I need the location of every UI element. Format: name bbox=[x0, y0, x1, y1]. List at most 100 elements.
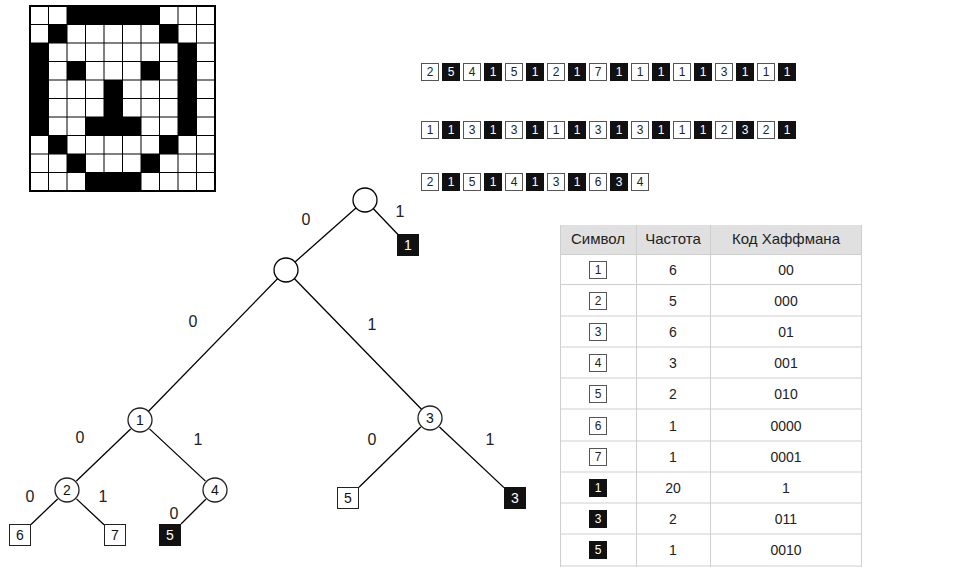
run-length-code: 3 bbox=[610, 173, 628, 191]
table-grid bbox=[560, 225, 862, 567]
tree-leaf-box: 5 bbox=[159, 524, 181, 546]
run-length-code: 1 bbox=[736, 63, 754, 81]
branch-bit: 0 bbox=[170, 505, 179, 523]
table-cell: 001 bbox=[774, 355, 797, 372]
run-length-code: 1 bbox=[673, 63, 691, 81]
branch-bit: 1 bbox=[99, 488, 108, 506]
run-length-code: 1 bbox=[442, 173, 460, 191]
table-cell: 0010 bbox=[770, 542, 801, 559]
table-symbol: 2 bbox=[589, 292, 607, 310]
run-length-code: 1 bbox=[526, 173, 544, 191]
table-symbol: 7 bbox=[589, 448, 607, 466]
table-cell: 0000 bbox=[770, 417, 801, 434]
run-length-code: 1 bbox=[484, 63, 502, 81]
run-length-code: 2 bbox=[757, 121, 775, 139]
run-length-code: 1 bbox=[694, 63, 712, 81]
run-length-code: 4 bbox=[505, 173, 523, 191]
branch-bit: 1 bbox=[396, 203, 405, 221]
table-symbol: 1 bbox=[589, 261, 607, 279]
run-length-code: 5 bbox=[442, 63, 460, 81]
tree-node-circle: 2 bbox=[54, 477, 80, 503]
run-length-code: 1 bbox=[673, 121, 691, 139]
branch-line bbox=[286, 270, 430, 418]
branch-line bbox=[140, 270, 286, 420]
circle-shape bbox=[418, 406, 442, 430]
tree-leaf-box: 3 bbox=[504, 487, 526, 509]
table-header: Код Хаффмана bbox=[732, 230, 840, 248]
table-lines bbox=[560, 225, 862, 567]
tree-branch bbox=[150, 429, 206, 481]
run-length-code: 3 bbox=[736, 121, 754, 139]
node-number: 5 bbox=[166, 527, 174, 543]
run-length-code: 3 bbox=[589, 121, 607, 139]
run-length-code: 1 bbox=[694, 121, 712, 139]
run-length-code: 1 bbox=[547, 121, 565, 139]
node-number: 1 bbox=[404, 237, 412, 253]
run-length-code: 1 bbox=[652, 63, 670, 81]
tree-leaf-box: 6 bbox=[9, 524, 31, 546]
table-cell: 011 bbox=[775, 511, 797, 528]
tree-upper-branches bbox=[140, 188, 430, 420]
run-length-code: 1 bbox=[778, 121, 796, 139]
table-cell: 2 bbox=[669, 386, 677, 403]
run-length-code: 1 bbox=[442, 121, 460, 139]
table-cell: 010 bbox=[774, 386, 797, 403]
node-number: 6 bbox=[16, 527, 24, 543]
branch-line bbox=[286, 200, 365, 270]
tree-branch bbox=[439, 427, 504, 488]
tree-branch bbox=[181, 499, 206, 524]
run-length-code: 2 bbox=[715, 121, 733, 139]
table-cell: 1 bbox=[669, 448, 677, 465]
table-cell: 0001 bbox=[770, 448, 801, 465]
table-cell: 1 bbox=[669, 417, 677, 434]
table-cell: 000 bbox=[774, 292, 797, 309]
run-length-code: 7 bbox=[589, 63, 607, 81]
run-length-code: 1 bbox=[568, 121, 586, 139]
table-header: Частота bbox=[645, 230, 701, 248]
pixel-grid bbox=[30, 6, 215, 191]
run-length-code: 1 bbox=[526, 63, 544, 81]
table-cell: 6 bbox=[669, 323, 677, 340]
table-symbol: 3 bbox=[589, 323, 607, 341]
run-length-code: 5 bbox=[463, 173, 481, 191]
pixel-image bbox=[30, 6, 215, 191]
run-length-code: 1 bbox=[568, 173, 586, 191]
table-cell: 2 bbox=[669, 511, 677, 528]
run-length-code: 1 bbox=[421, 121, 439, 139]
table-cell: 01 bbox=[778, 323, 794, 340]
node-number: 1 bbox=[136, 412, 144, 428]
run-length-code: 3 bbox=[715, 63, 733, 81]
run-length-code: 3 bbox=[631, 121, 649, 139]
run-length-code: 5 bbox=[505, 63, 523, 81]
tree-node-circle: 1 bbox=[127, 407, 153, 433]
run-length-code: 2 bbox=[547, 63, 565, 81]
table-cell: 6 bbox=[669, 261, 677, 278]
branch-bit: 1 bbox=[194, 431, 203, 449]
run-length-code: 3 bbox=[463, 121, 481, 139]
node-number: 4 bbox=[211, 482, 219, 498]
inner-circle bbox=[274, 258, 298, 282]
tree-node-circle: 3 bbox=[417, 405, 443, 431]
run-length-code: 4 bbox=[631, 173, 649, 191]
circle-shape bbox=[203, 478, 227, 502]
circle-shape bbox=[128, 408, 152, 432]
run-length-code: 2 bbox=[421, 63, 439, 81]
tree-leaf-box: 5 bbox=[337, 487, 359, 509]
branch-bit: 0 bbox=[26, 488, 35, 506]
run-length-code: 3 bbox=[547, 173, 565, 191]
run-length-code: 1 bbox=[484, 121, 502, 139]
run-length-code: 1 bbox=[568, 63, 586, 81]
table-cell: 3 bbox=[669, 355, 677, 372]
branch-bit: 0 bbox=[368, 431, 377, 449]
run-length-code: 1 bbox=[526, 121, 544, 139]
run-length-code: 3 bbox=[505, 121, 523, 139]
tree-leaf-box: 7 bbox=[104, 524, 126, 546]
tree-leaf-box: 1 bbox=[397, 234, 419, 256]
run-length-code: 2 bbox=[421, 173, 439, 191]
node-number: 3 bbox=[426, 410, 434, 426]
tree-branch bbox=[31, 499, 58, 524]
node-number: 3 bbox=[511, 490, 519, 506]
table-cell: 5 bbox=[669, 292, 677, 309]
